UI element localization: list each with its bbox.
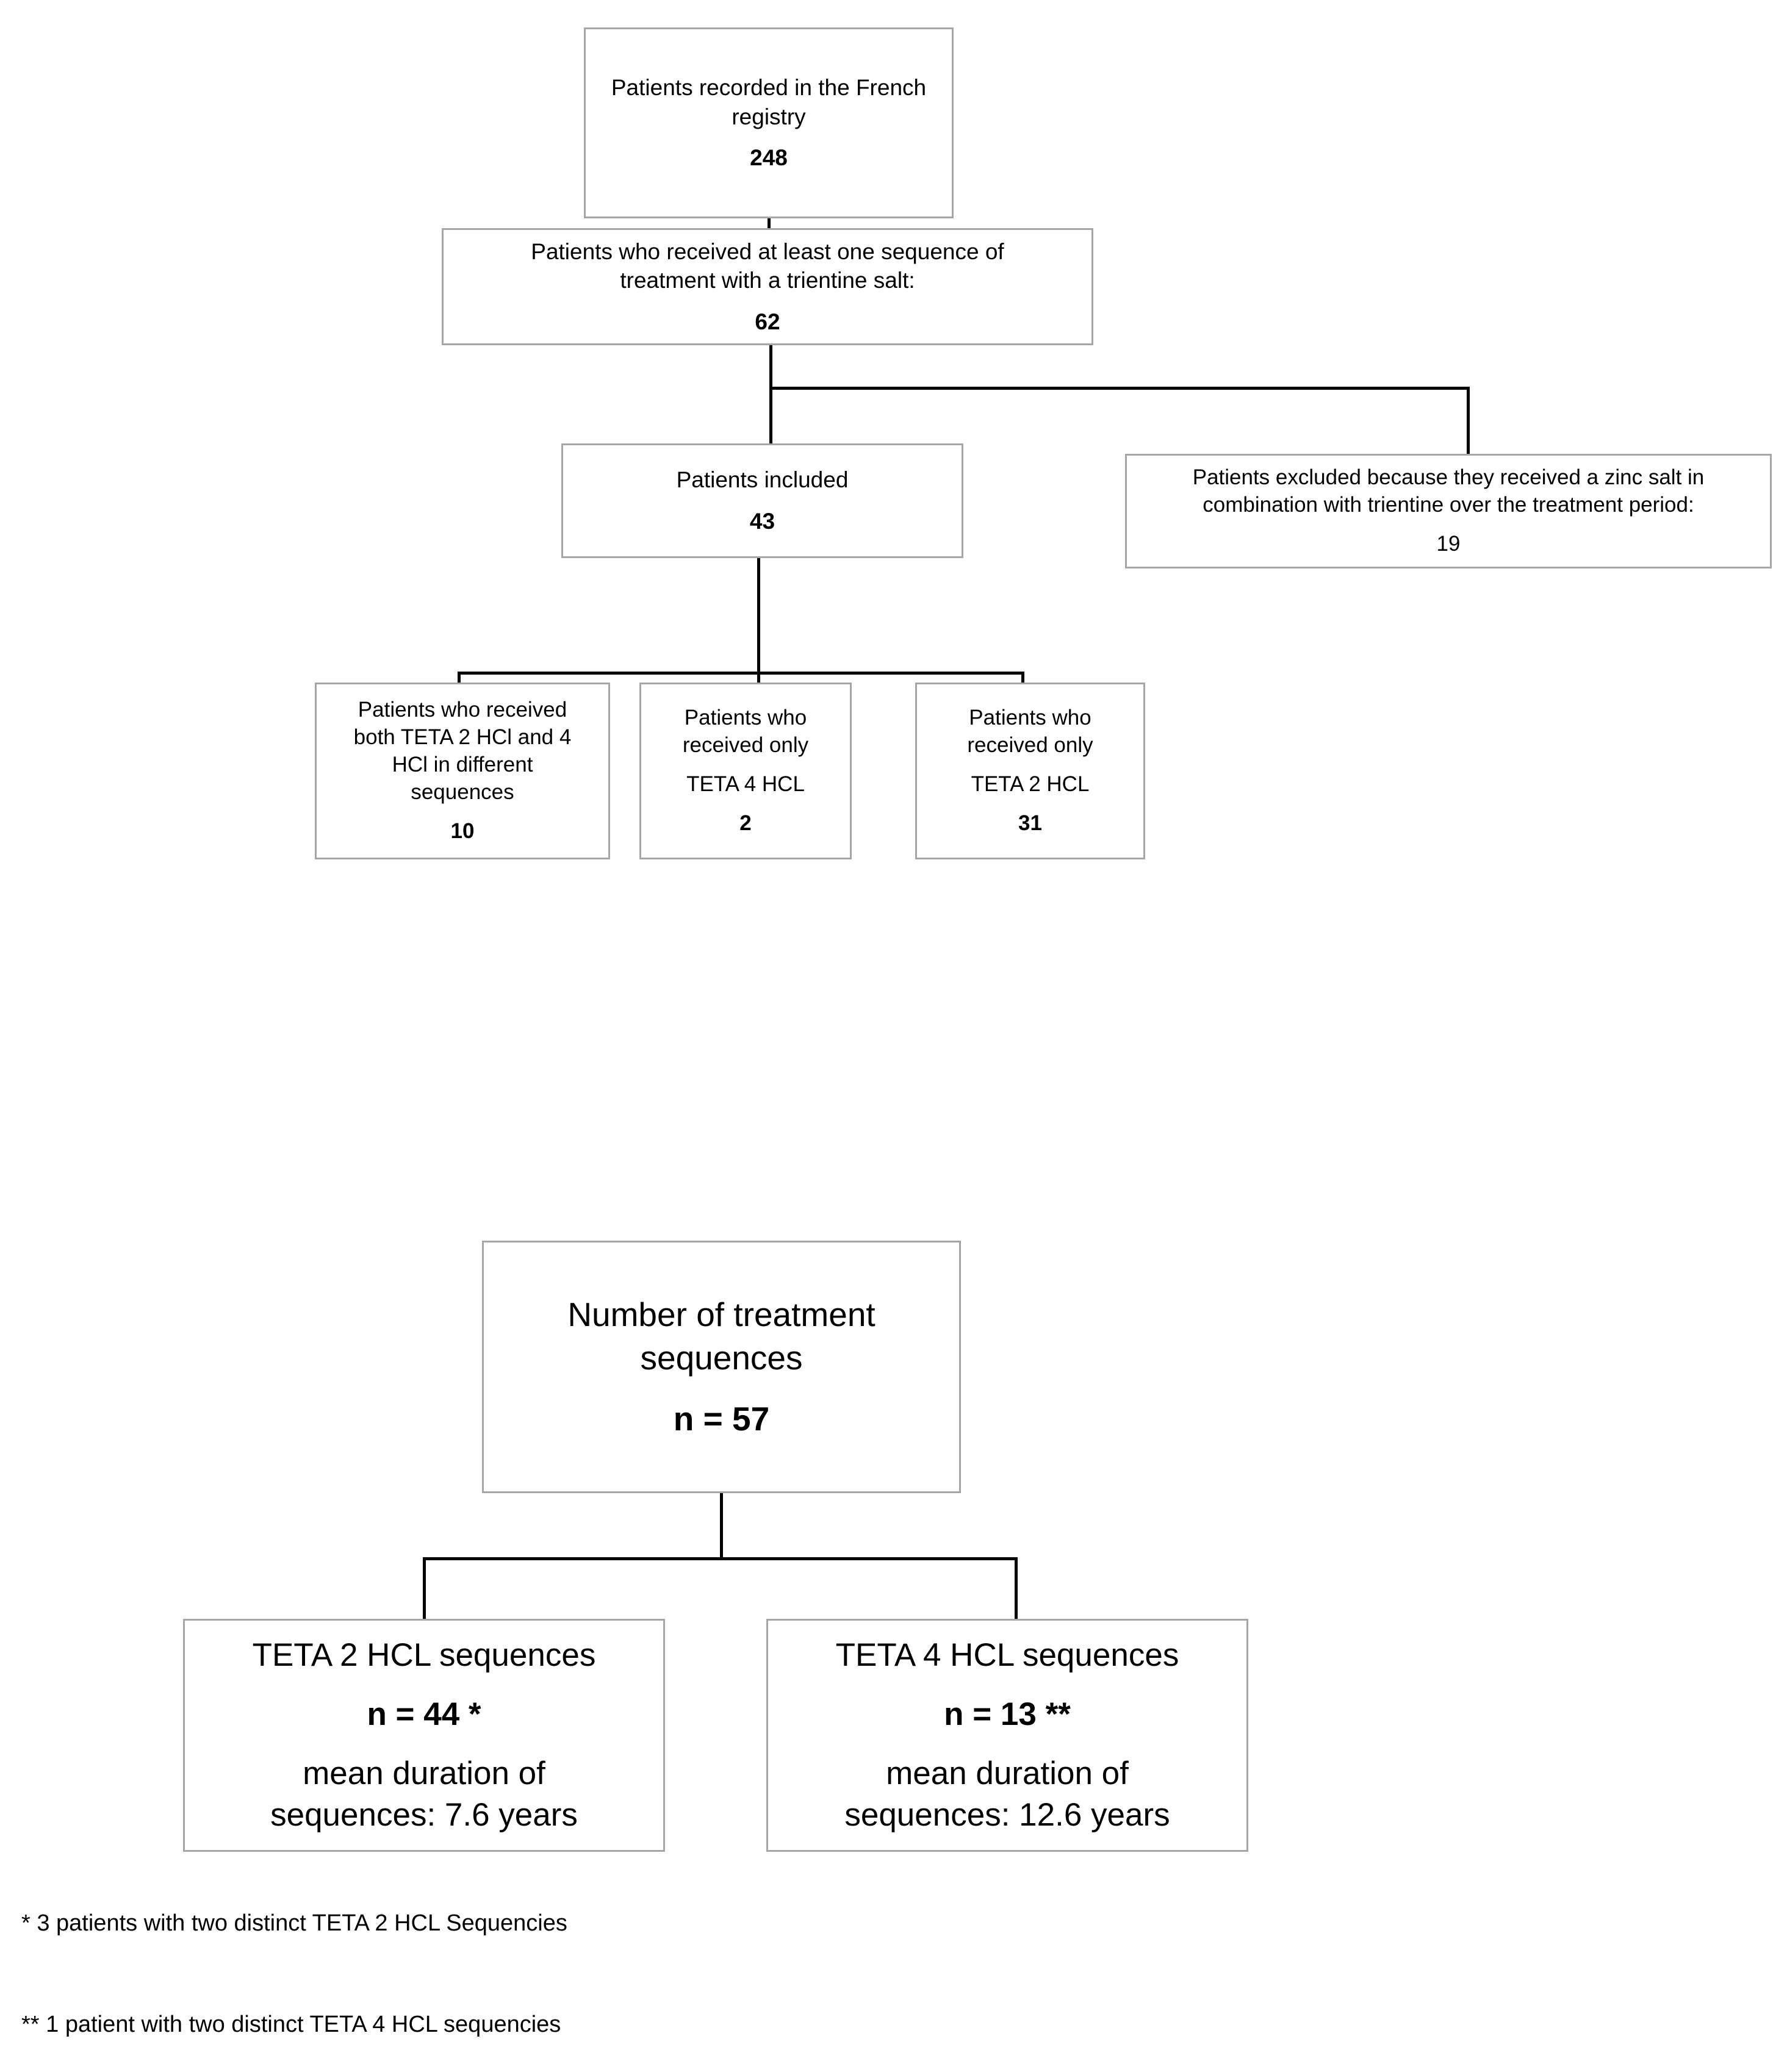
connector-sequences-stem [720, 1492, 723, 1560]
teta4-count: n = 13 ** [944, 1696, 1071, 1733]
connector-to-excluded-box [1467, 387, 1470, 455]
sequences-count: n = 57 [673, 1400, 770, 1438]
connector-registry-to-trientine [768, 217, 771, 229]
registry-count: 248 [750, 145, 788, 171]
excluded-count: 19 [1436, 532, 1461, 556]
both-count: 10 [450, 819, 475, 843]
trientine-count: 62 [755, 309, 780, 334]
connector-to-teta4-seq-box [1015, 1557, 1018, 1621]
node-included-box: Patients included 43 [561, 443, 963, 558]
only4-line2: received only [682, 733, 809, 757]
teta2-line3: mean duration of [303, 1755, 545, 1792]
only2-line3: TETA 2 HCL [971, 772, 1090, 796]
both-line1: Patients who received [358, 698, 567, 722]
teta2-line4: sequences: 7.6 years [270, 1796, 578, 1833]
registry-line1: Patients recorded in the French [611, 75, 927, 101]
node-teta4-sequences-box: TETA 4 HCL sequences n = 13 ** mean dura… [766, 1619, 1248, 1852]
excluded-line2: combination with trientine over the trea… [1203, 492, 1694, 517]
connector-to-teta2-seq-box [423, 1557, 426, 1621]
trientine-line2: treatment with a trientine salt: [620, 268, 915, 293]
trientine-line1: Patients who received at least one seque… [531, 238, 1004, 264]
only4-line1: Patients who [684, 706, 807, 730]
footnote-single-asterisk: * 3 patients with two distinct TETA 2 HC… [21, 1910, 567, 1936]
connector-split-bar-excluded [769, 387, 1470, 390]
node-only-teta2-box: Patients who received only TETA 2 HCL 31 [915, 683, 1145, 859]
node-registry-box: Patients recorded in the French registry… [584, 27, 954, 218]
excluded-line1: Patients excluded because they received … [1192, 465, 1705, 490]
both-line3: HCl in different [392, 752, 533, 776]
teta2-line1: TETA 2 HCL sequences [252, 1637, 596, 1674]
connector-trientine-stem [769, 345, 772, 507]
registry-line2: registry [732, 104, 806, 129]
sequences-line2: sequences [640, 1338, 803, 1377]
connector-included-stem [757, 557, 760, 675]
node-only-teta4-box: Patients who received only TETA 4 HCL 2 [639, 683, 852, 859]
only2-count: 31 [1018, 811, 1042, 836]
teta2-count: n = 44 * [367, 1696, 481, 1733]
connector-split-bar-sequences [423, 1557, 1018, 1560]
node-both-box: Patients who received both TETA 2 HCl an… [315, 683, 610, 859]
node-sequences-box: Number of treatment sequences n = 57 [482, 1241, 961, 1493]
node-trientine-box: Patients who received at least one seque… [442, 228, 1093, 345]
only2-line2: received only [967, 733, 1093, 757]
teta4-line4: sequences: 12.6 years [844, 1796, 1170, 1833]
teta4-line1: TETA 4 HCL sequences [835, 1637, 1179, 1674]
connector-split-bar-three [458, 672, 1024, 675]
footnote-double-asterisk: ** 1 patient with two distinct TETA 4 HC… [21, 2012, 561, 2037]
only4-count: 2 [739, 811, 752, 836]
both-line4: sequences [411, 780, 514, 804]
sequences-line1: Number of treatment [567, 1296, 876, 1334]
node-excluded-box: Patients excluded because they received … [1125, 454, 1772, 568]
both-line2: both TETA 2 HCl and 4 [353, 725, 572, 750]
included-line1: Patients included [676, 467, 849, 493]
only4-line3: TETA 4 HCL [686, 772, 805, 796]
included-count: 43 [749, 509, 775, 534]
only2-line1: Patients who [969, 706, 1091, 730]
node-teta2-sequences-box: TETA 2 HCL sequences n = 44 * mean durat… [183, 1619, 665, 1852]
teta4-line3: mean duration of [886, 1755, 1129, 1792]
